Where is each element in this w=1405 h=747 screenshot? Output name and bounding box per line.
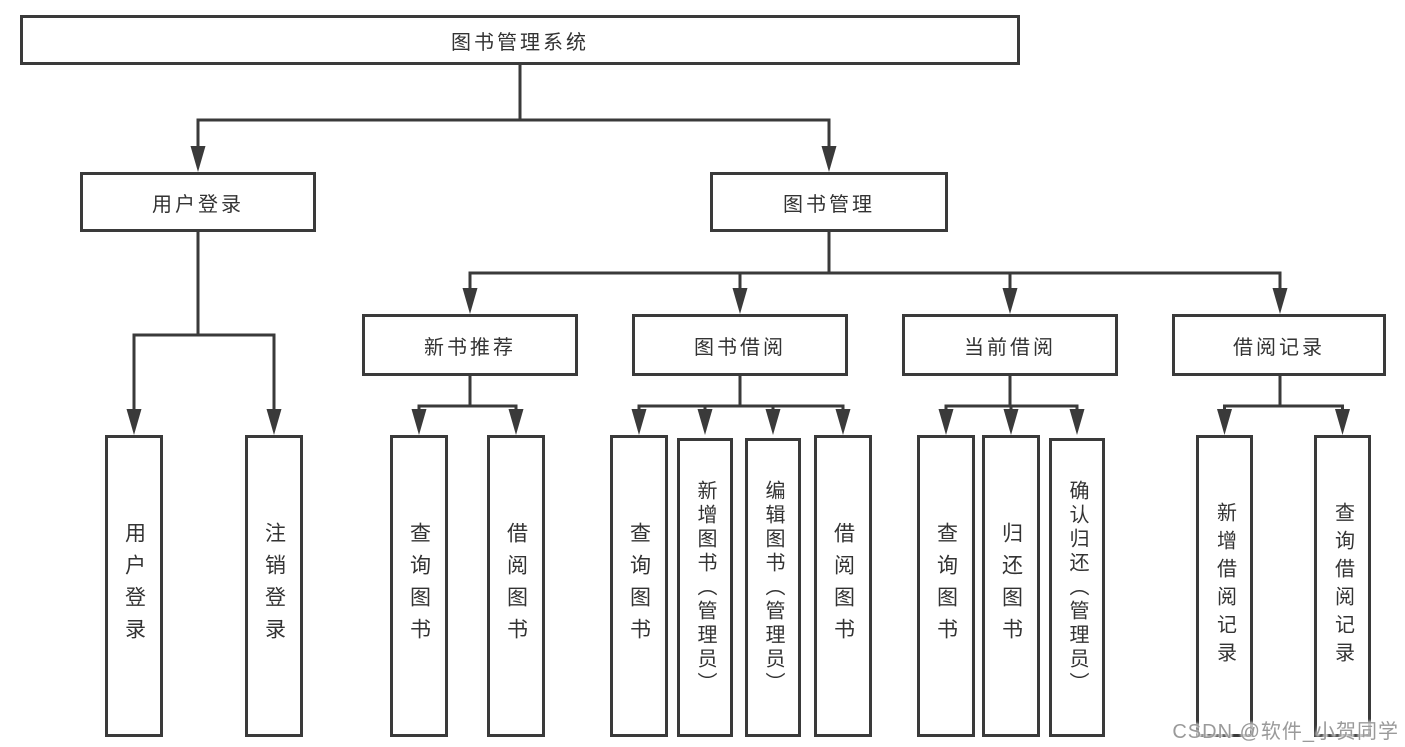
node-current-borrowing: 当前借阅 <box>902 314 1118 376</box>
node-book-management-label: 图书管理 <box>783 193 875 216</box>
leaf-confirm-return-admin: 确认归还（管理员） <box>1049 438 1105 737</box>
node-book-borrowing-label: 图书借阅 <box>694 336 786 359</box>
leaf-borrow-books-recommend: 借阅图书 <box>487 435 545 737</box>
leaf-user-login: 用户登录 <box>105 435 163 737</box>
leaf-user-login-label: 用户登录 <box>122 522 146 650</box>
leaf-logout: 注销登录 <box>245 435 303 737</box>
node-new-book-recommend: 新书推荐 <box>362 314 578 376</box>
node-library-system-label: 图书管理系统 <box>451 31 589 54</box>
leaf-query-borrow-record: 查询借阅记录 <box>1314 435 1371 737</box>
leaf-borrow-books-label: 借阅图书 <box>831 522 855 650</box>
leaf-query-books-recommend-label: 查询图书 <box>407 522 431 650</box>
leaf-edit-books-admin-label: 编辑图书（管理员） <box>762 479 784 696</box>
leaf-borrow-books-recommend-label: 借阅图书 <box>504 522 528 650</box>
node-current-borrowing-label: 当前借阅 <box>964 336 1056 359</box>
leaf-query-books-current: 查询图书 <box>917 435 975 737</box>
csdn-watermark: CSDN @软件_小贺同学 <box>1172 721 1399 743</box>
leaf-query-books-recommend: 查询图书 <box>390 435 448 737</box>
leaf-query-books-borrowing-label: 查询图书 <box>627 522 651 650</box>
leaf-edit-books-admin: 编辑图书（管理员） <box>745 438 801 737</box>
node-new-book-recommend-label: 新书推荐 <box>424 336 516 359</box>
leaf-add-borrow-record: 新增借阅记录 <box>1196 435 1253 737</box>
leaf-add-borrow-record-label: 新增借阅记录 <box>1213 502 1236 670</box>
leaf-borrow-books: 借阅图书 <box>814 435 872 737</box>
leaf-query-books-borrowing: 查询图书 <box>610 435 668 737</box>
leaf-return-books: 归还图书 <box>982 435 1040 737</box>
node-borrowing-records: 借阅记录 <box>1172 314 1386 376</box>
node-user-login-label: 用户登录 <box>152 193 244 216</box>
node-book-borrowing: 图书借阅 <box>632 314 848 376</box>
leaf-logout-label: 注销登录 <box>262 522 286 650</box>
node-borrowing-records-label: 借阅记录 <box>1233 336 1325 359</box>
node-book-management: 图书管理 <box>710 172 948 232</box>
node-library-system: 图书管理系统 <box>20 15 1020 65</box>
leaf-add-books-admin: 新增图书（管理员） <box>677 438 733 737</box>
leaf-query-borrow-record-label: 查询借阅记录 <box>1331 502 1354 670</box>
leaf-add-books-admin-label: 新增图书（管理员） <box>694 479 716 696</box>
node-user-login: 用户登录 <box>80 172 316 232</box>
leaf-query-books-current-label: 查询图书 <box>934 522 958 650</box>
leaf-return-books-label: 归还图书 <box>999 522 1023 650</box>
leaf-confirm-return-admin-label: 确认归还（管理员） <box>1066 479 1088 696</box>
